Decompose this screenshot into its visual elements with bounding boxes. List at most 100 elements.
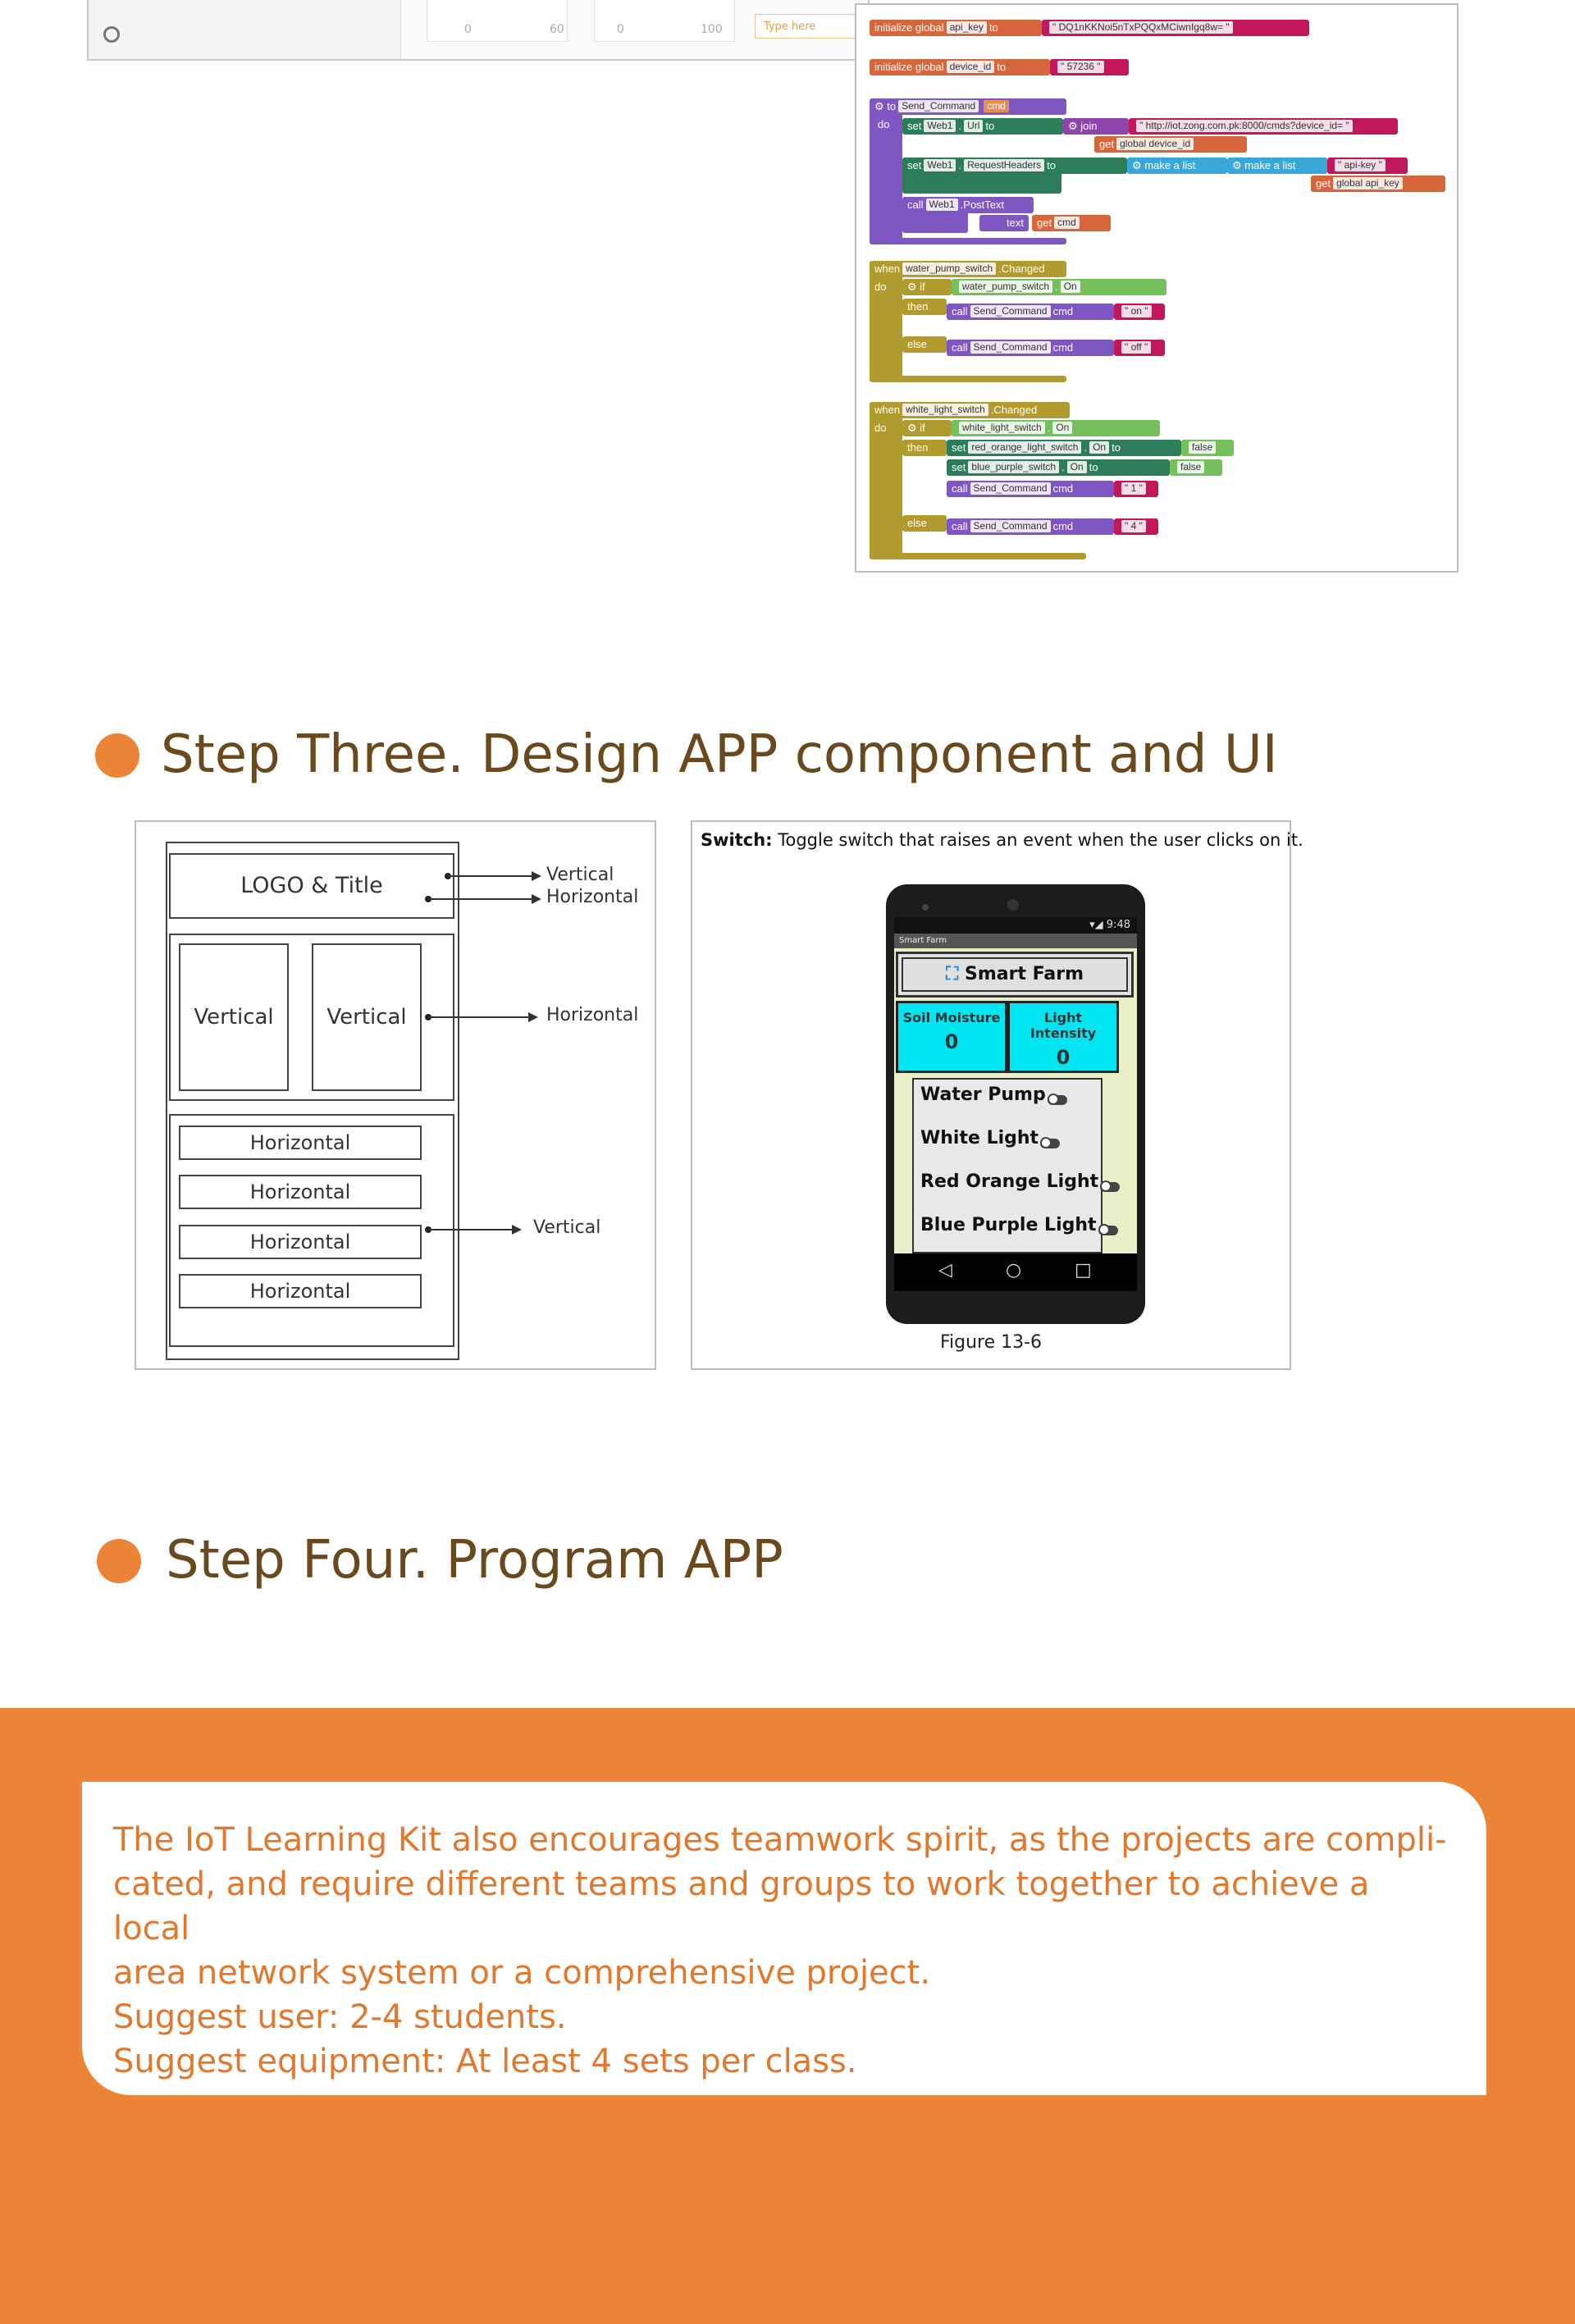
switch-label: Red Orange Light: [920, 1171, 1099, 1192]
preview-sidebar: [89, 0, 401, 59]
string-4-block: " 4 ": [1114, 518, 1158, 535]
block-keyword: .Changed: [998, 263, 1045, 275]
info-text-line: cated, and require different teams and g…: [113, 1865, 1370, 1947]
phone-mockup: ▾◢ 9:48 Smart Farm ⛶ Smart Farm Soil Moi…: [886, 884, 1145, 1324]
toggle-icon[interactable]: [1098, 1224, 1118, 1235]
event-block-footer: [870, 553, 1086, 559]
water-pump-switch[interactable]: Water Pump: [920, 1084, 1067, 1105]
block-string-value: " DQ1nKKNoi5nTxPQQxMCiwnIgq8w= ": [1049, 21, 1233, 34]
block-keyword: join: [1080, 120, 1098, 132]
horizontal-row-2: Horizontal: [179, 1175, 422, 1209]
block-string-value: " 1 ": [1121, 482, 1146, 495]
status-bar: ▾◢ 9:48: [894, 917, 1137, 934]
light-intensity-value: 0: [1056, 1046, 1071, 1069]
block-keyword: to: [997, 61, 1007, 73]
recents-icon[interactable]: □: [1075, 1260, 1092, 1281]
toggle-icon[interactable]: [1047, 1094, 1067, 1105]
sensor-row: Soil Moisture 0 Light Intensity 0: [896, 1001, 1129, 1073]
switch-on-getter: white_light_switch.On: [952, 420, 1160, 436]
block-string-value: " 57236 ": [1057, 61, 1104, 73]
status-time: 9:48: [1106, 919, 1130, 931]
block-keyword: cmd: [1052, 341, 1074, 354]
app-title: Smart Farm: [965, 964, 1084, 984]
component-dropdown: red_orange_light_switch: [968, 441, 1082, 454]
gear-icon[interactable]: [103, 26, 120, 43]
block-keyword: if: [920, 422, 925, 434]
slider-cell: [427, 0, 568, 42]
vertical-box-left: Vertical: [179, 943, 289, 1091]
toggle-icon[interactable]: [1040, 1137, 1061, 1148]
block-keyword: initialize global: [874, 61, 944, 73]
block-keyword: text: [979, 215, 1029, 231]
block-keyword: get: [1099, 138, 1115, 150]
make-list-inner-block: ⚙ make a list: [1227, 158, 1327, 174]
event-block-body: [870, 402, 902, 559]
step-four-heading: Step Four. Program APP: [166, 1530, 783, 1591]
figure-description: Switch: Toggle switch that raises an eve…: [701, 830, 1303, 850]
block-keyword: to: [1089, 461, 1098, 473]
switch-figure-panel: Switch: Toggle switch that raises an eve…: [691, 820, 1303, 1370]
procedure-dropdown: Send_Command: [970, 341, 1051, 354]
property-dropdown: Url: [964, 120, 984, 132]
blue-purple-light-switch[interactable]: Blue Purple Light: [920, 1215, 1118, 1235]
caption-text: Toggle switch that raises an event when …: [772, 830, 1303, 850]
info-text-line: The IoT Learning Kit also encourages tea…: [113, 1821, 1447, 1859]
boolean-value: false: [1177, 461, 1205, 473]
block-keyword: make a list: [1244, 159, 1296, 171]
switch-label: Water Pump: [920, 1084, 1046, 1105]
red-orange-light-switch[interactable]: Red Orange Light: [920, 1171, 1121, 1192]
component-dropdown: Web1: [924, 120, 956, 132]
slider-max-label: 60: [550, 23, 564, 36]
getter-var: cmd: [1054, 217, 1080, 229]
title-frame: ⛶ Smart Farm: [896, 952, 1134, 998]
home-icon[interactable]: ○: [1006, 1260, 1022, 1281]
block-keyword: do: [878, 118, 890, 130]
layout-diagram: LOGO & Title Vertical Vertical Horizonta…: [135, 820, 656, 1370]
slider-min-label: 0: [464, 23, 472, 36]
block-keyword: make a list: [1144, 159, 1196, 171]
slider-max-label: 100: [701, 23, 723, 36]
block-keyword: initialize global: [874, 21, 944, 34]
if-block: ⚙ if: [902, 420, 952, 436]
component-dropdown: Web1: [924, 159, 956, 171]
block-keyword: then: [902, 440, 947, 456]
join-block: ⚙ join: [1063, 118, 1129, 135]
component-dropdown: white_light_switch: [959, 422, 1045, 434]
property-dropdown: On: [1052, 422, 1073, 434]
component-dropdown: Web1: [925, 199, 958, 211]
light-intensity-label: Light Intensity: [1029, 1010, 1097, 1041]
procedure-name: Send_Command: [898, 100, 979, 112]
block-keyword: when: [874, 404, 901, 416]
toggle-icon[interactable]: [1100, 1180, 1121, 1192]
back-icon[interactable]: ◁: [938, 1260, 952, 1281]
block-keyword: when: [874, 263, 901, 275]
on-string-block: " on ": [1114, 304, 1165, 320]
horizontal-row-3: Horizontal: [179, 1225, 422, 1259]
procedure-block-body: [870, 98, 902, 243]
arrow-head: [532, 871, 541, 881]
switch-on-getter: water_pump_switch.On: [952, 279, 1166, 295]
textbox-placeholder[interactable]: Type here: [755, 14, 870, 39]
property-dropdown: On: [1066, 461, 1087, 473]
app-bar: Smart Farm: [894, 934, 1137, 948]
nav-bar: ◁ ○ □: [894, 1253, 1137, 1291]
device-id-string-block: " 57236 ": [1050, 59, 1129, 75]
info-text-line: area network system or a comprehensive p…: [113, 1954, 931, 1992]
arrow-line: [428, 898, 533, 900]
switch-label: Blue Purple Light: [920, 1215, 1097, 1235]
block-keyword: .PostText: [960, 199, 1005, 211]
designer-preview-strip: 0 60 0 100 Type here: [87, 0, 870, 61]
white-light-switch[interactable]: White Light: [920, 1128, 1061, 1148]
arrow-line: [428, 1016, 530, 1018]
block-keyword: to: [1047, 159, 1057, 171]
